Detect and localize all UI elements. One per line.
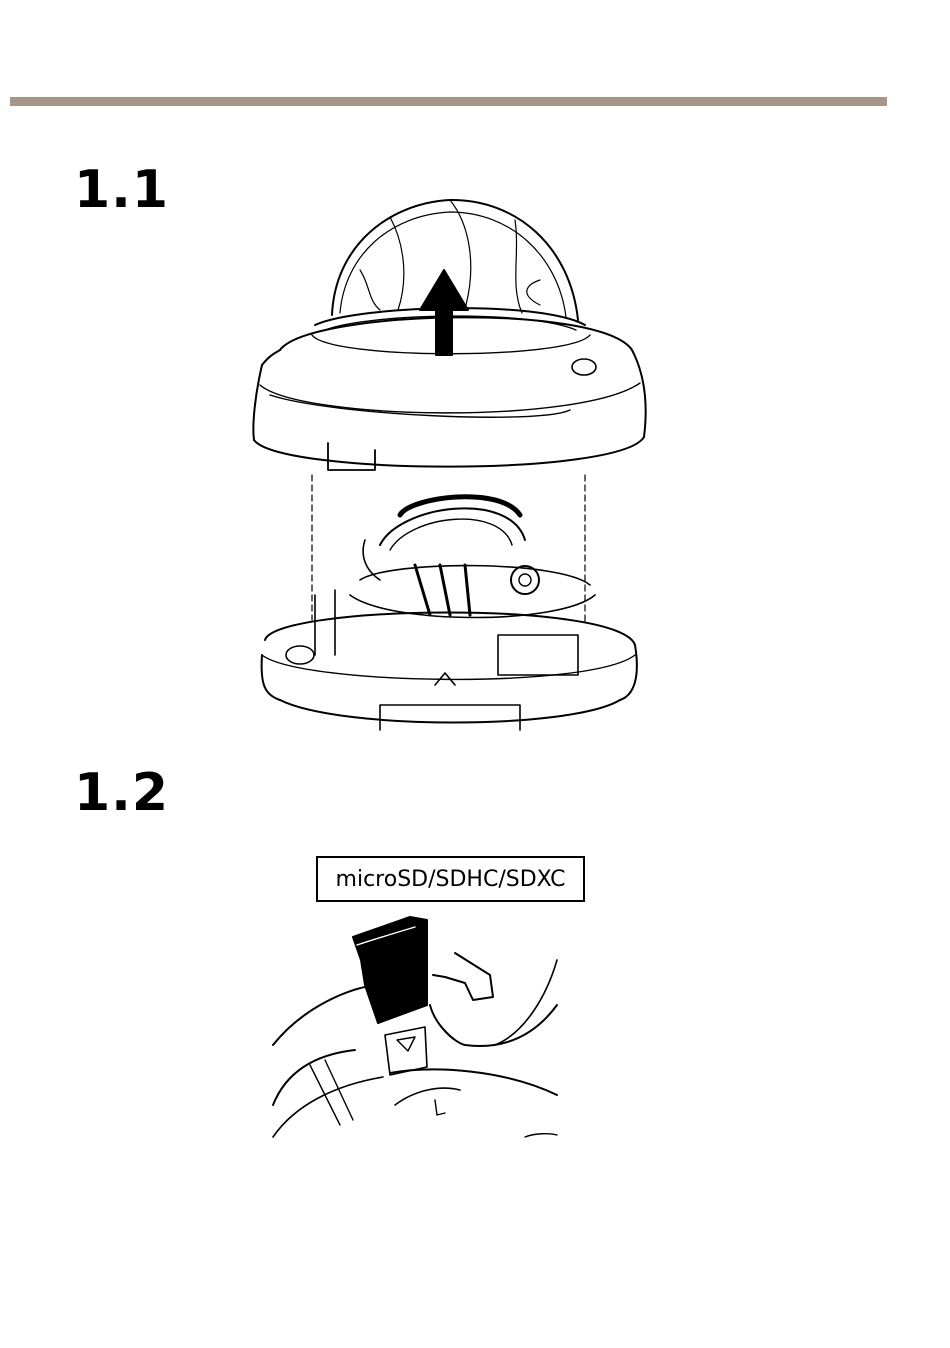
step-number-1-1: 1.1	[74, 164, 169, 216]
card-type-label: microSD/SDHC/SDXC	[316, 856, 585, 902]
arrow-up-icon	[420, 270, 468, 355]
dome-removal-illustration	[240, 185, 660, 745]
microsd-card-icon	[353, 917, 427, 1023]
step-number-1-2: 1.2	[74, 767, 169, 819]
header-rule	[10, 97, 887, 106]
sd-card-insertion-illustration	[265, 905, 565, 1145]
camera-base	[262, 497, 637, 730]
